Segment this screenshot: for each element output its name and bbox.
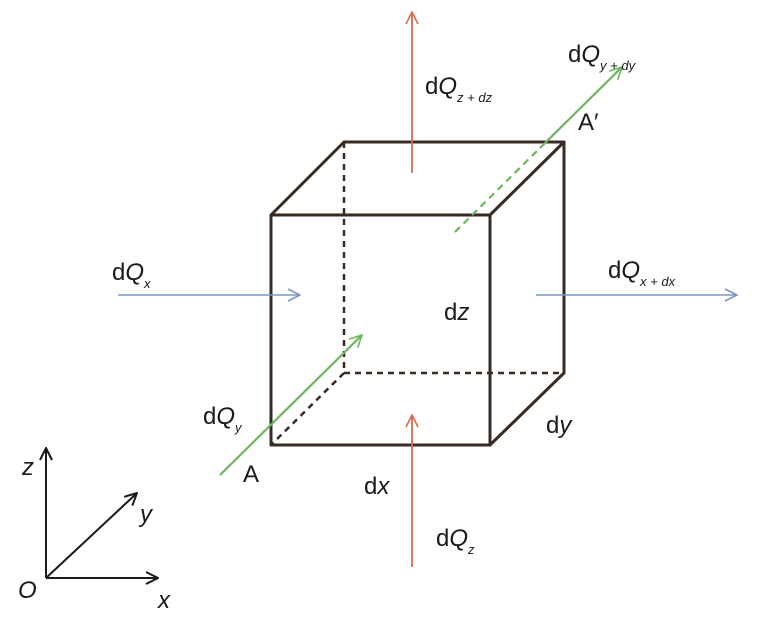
flux-y-in-arrow bbox=[219, 335, 362, 476]
label-dQx-dx: dQx + dx bbox=[608, 257, 676, 289]
flux-y-out-dashed bbox=[454, 147, 541, 233]
label-dz: dz bbox=[444, 299, 469, 326]
label-dQz-dz: dQz + dz bbox=[425, 73, 493, 105]
cube-top-face-edges bbox=[269, 140, 566, 217]
flux-y-out-arrow bbox=[539, 67, 622, 149]
cube-hidden-edges bbox=[270, 142, 564, 446]
axis-label-z: z bbox=[21, 454, 34, 481]
label-dQy-dy: dQy + dy bbox=[568, 41, 637, 73]
cube-bottom-right-edge bbox=[488, 371, 566, 447]
cube-front-face bbox=[269, 213, 492, 447]
label-dQy: dQy bbox=[203, 403, 243, 435]
axis-label-y: y bbox=[138, 501, 154, 528]
axis-y-arrow bbox=[45, 493, 137, 579]
coordinate-axes bbox=[46, 448, 158, 578]
hidden-bottom-left-edge bbox=[270, 372, 345, 446]
axis-label-origin: O bbox=[18, 577, 37, 604]
label-dQz: dQz bbox=[436, 525, 475, 557]
label-corner-a-prime: A′ bbox=[578, 109, 599, 136]
label-dx: dx bbox=[364, 473, 390, 500]
label-dQx: dQx bbox=[112, 259, 151, 291]
cube bbox=[269, 140, 566, 447]
axis-label-x: x bbox=[157, 587, 171, 614]
label-dy: dy bbox=[546, 412, 573, 439]
label-corner-a: A bbox=[243, 461, 259, 488]
